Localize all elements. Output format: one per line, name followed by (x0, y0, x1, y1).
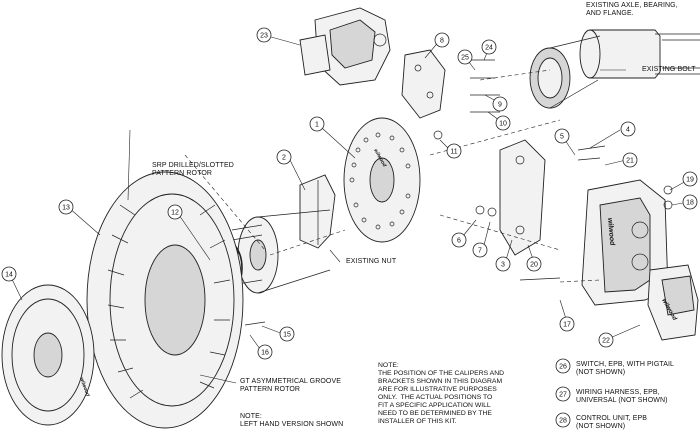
callout-19-num: 19 (686, 177, 694, 184)
callout-4: 4 (620, 121, 636, 137)
callout-27-num: 27 (559, 392, 567, 399)
callout-26-num: 26 (559, 364, 567, 371)
hardware-bolts (244, 59, 673, 326)
control-unit-label: CONTROL UNIT, EPB (NOT SHOWN) (576, 415, 648, 430)
switch-epb-label: SWITCH, EPB, WITH PIGTAIL (NOT SHOWN) (576, 361, 675, 376)
existing-nut-label: EXISTING NUT (346, 258, 397, 265)
callout-5-num: 5 (560, 134, 564, 141)
callout-6-num: 6 (457, 238, 461, 245)
callout-1-num: 1 (315, 122, 319, 129)
callout-12-num: 12 (171, 210, 179, 217)
callout-18-num: 18 (686, 200, 694, 207)
callout-14: 14 (1, 266, 17, 282)
callout-17-num: 17 (563, 322, 571, 329)
callout-6: 6 (451, 232, 467, 248)
callout-20-num: 20 (530, 262, 538, 269)
callout-23: 23 (256, 27, 272, 43)
callout-24-num: 24 (485, 45, 493, 52)
epb-caliper (299, 7, 391, 86)
callout-8-num: 8 (440, 38, 444, 45)
callout-20: 20 (526, 256, 542, 272)
callout-15: 15 (279, 326, 295, 342)
callout-19: 19 (682, 171, 698, 187)
callout-27: 27 (555, 386, 571, 402)
callout-16-num: 16 (261, 350, 269, 357)
callout-24: 24 (481, 39, 497, 55)
gt-rotor-label: GT ASYMMETRICAL GROOVE PATTERN ROTOR (240, 378, 341, 393)
bracket-8 (401, 49, 446, 119)
callout-11: 11 (446, 143, 462, 159)
callout-22: 22 (598, 332, 614, 348)
callout-28: 28 (555, 412, 571, 428)
callout-11-num: 11 (450, 149, 457, 156)
gt-rotor (1, 284, 95, 426)
callout-22-num: 22 (602, 338, 610, 345)
callout-25: 25 (457, 49, 473, 65)
callout-2-num: 2 (282, 155, 286, 162)
callout-12: 12 (167, 204, 183, 220)
existing-axle-label: EXISTING AXLE, BEARING, AND FLANGE. (586, 2, 678, 17)
callout-13-num: 13 (62, 205, 70, 212)
callout-28-num: 28 (559, 418, 567, 425)
callout-13: 13 (58, 199, 74, 215)
callout-14-num: 14 (5, 272, 13, 279)
brand-mark-caliper: wilwood (606, 218, 615, 247)
callout-9-num: 9 (498, 102, 502, 109)
callout-9: 9 (492, 96, 508, 112)
callout-10-num: 10 (499, 121, 507, 128)
callout-7-num: 7 (478, 248, 482, 255)
left-hand-note: NOTE: LEFT HAND VERSION SHOWN (240, 413, 344, 428)
callout-16: 16 (257, 344, 273, 360)
callout-8: 8 (434, 32, 450, 48)
callout-23-num: 23 (260, 33, 268, 40)
wiring-harness-label: WIRING HARNESS, EPB, UNIVERSAL (NOT SHOW… (576, 389, 668, 404)
callout-5: 5 (554, 128, 570, 144)
callout-10: 10 (495, 115, 511, 131)
callout-17: 17 (559, 316, 575, 332)
callout-1: 1 (309, 116, 325, 132)
callout-21: 21 (622, 152, 638, 168)
position-note: NOTE: THE POSITION OF THE CALIPERS AND B… (378, 362, 505, 425)
existing-axle (529, 29, 700, 109)
srp-rotor (86, 171, 244, 429)
callout-7: 7 (472, 242, 488, 258)
callout-25-num: 25 (461, 55, 469, 62)
hub-studs (231, 209, 331, 294)
caliper-bracket (499, 139, 546, 256)
rotor-hat (343, 117, 421, 243)
callout-18: 18 (682, 194, 698, 210)
existing-bolt-label: EXISTING BOLT (642, 66, 696, 73)
callout-3: 3 (495, 256, 511, 272)
callout-21-num: 21 (626, 158, 634, 165)
callout-4-num: 4 (626, 127, 630, 134)
callout-26: 26 (555, 358, 571, 374)
callout-2: 2 (276, 149, 292, 165)
callout-15-num: 15 (283, 332, 291, 339)
callout-3-num: 3 (501, 262, 505, 269)
brake-pads (647, 264, 699, 341)
srp-rotor-label: SRP DRILLED/SLOTTED PATTERN ROTOR (152, 162, 234, 177)
main-caliper (581, 179, 669, 306)
